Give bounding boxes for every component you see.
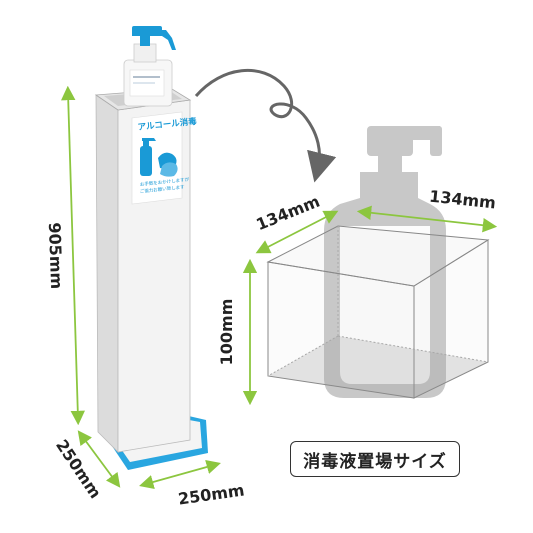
stand-depth-label: 250mm <box>52 436 105 502</box>
space-caption: 消毒液置場サイズ <box>303 451 447 472</box>
stand-depth-dimension-line <box>77 430 121 488</box>
stand-label <box>131 111 183 205</box>
stand-height-label: 905mm <box>45 222 66 289</box>
space-depth-label: 134mm <box>428 187 496 213</box>
space-box <box>266 225 490 399</box>
space-depth-dimension-line <box>356 205 498 233</box>
space-height-label: 100mm <box>217 299 236 366</box>
stand-width-dimension-line <box>139 460 221 489</box>
stand-label-note-2: ご協力お願い致します <box>139 183 185 195</box>
space-width-label: 134mm <box>253 192 322 235</box>
stand-width-label: 250mm <box>177 481 246 509</box>
stand-height-dimension-line <box>61 85 85 426</box>
curved-arrow <box>194 68 337 183</box>
space-width-dimension-line <box>255 210 339 254</box>
space-caption-box: 消毒液置場サイズ <box>290 441 460 477</box>
pump-bottle <box>123 26 176 107</box>
